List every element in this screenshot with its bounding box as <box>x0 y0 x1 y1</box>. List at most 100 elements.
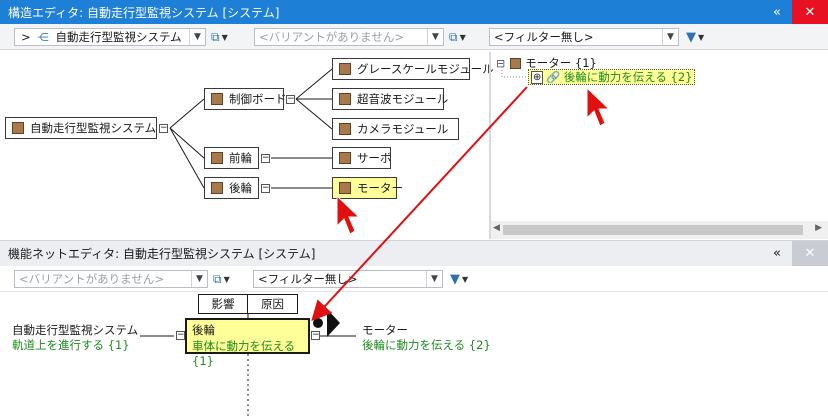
function-node-rear-wheel[interactable]: 後輪 車体に動力を伝える {1} <box>185 318 310 368</box>
left-element-label: 自動走行型監視システム <box>12 323 139 337</box>
close-icon[interactable]: ✕ <box>792 241 828 266</box>
variant-selector[interactable]: <バリアントがありません> ▼ <box>14 270 208 288</box>
structure-editor-titlebar: 構造エディタ: 自動走行型監視システム [システム] « ✕ <box>0 0 828 24</box>
tree-node-root[interactable]: 自動走行型監視システム <box>5 117 157 139</box>
left-function-label: 軌道上を進行する {1} <box>12 338 130 352</box>
right-function-label: 後輪に動力を伝える {2} <box>362 338 491 352</box>
element-icon <box>339 182 351 194</box>
pin-icon[interactable]: « <box>773 4 781 20</box>
nav-chevron-icon: > <box>21 30 31 44</box>
function-net-editor-title: 機能ネットエディタ: 自動走行型監視システム [システム] <box>8 247 316 261</box>
pin-icon[interactable]: « <box>773 246 781 261</box>
tree-node-front-wheel[interactable]: 前輪 <box>204 147 259 169</box>
right-tree-item-function[interactable]: ⊕ 🔗 後輪に動力を伝える {2} <box>528 69 696 85</box>
filter-icon: ▼ <box>450 271 460 287</box>
function-link-icon: ⊕ <box>531 70 544 84</box>
right-element-label: モーター <box>362 323 408 337</box>
panel-splitter[interactable] <box>489 52 491 239</box>
tree-node-label: カメラモジュール <box>357 122 449 136</box>
close-icon[interactable]: ✕ <box>792 0 828 24</box>
red-cursor-icon <box>586 86 611 127</box>
collapse-toggle[interactable]: − <box>159 123 168 133</box>
element-icon <box>339 123 351 135</box>
collapse-toggle[interactable]: − <box>261 153 270 163</box>
tree-node-label: 制御ボード <box>229 92 287 106</box>
hierarchy-icon: ⧉ <box>213 271 222 286</box>
tree-node-label: 前輪 <box>229 151 252 165</box>
tree-node-label: サーボ <box>357 151 392 165</box>
collapse-toggle[interactable]: − <box>261 183 270 193</box>
hierarchy-icon: ⧉ <box>449 29 458 44</box>
function-net-toolbar: <バリアントがありません> ▼ ⧉▼ <フィルター無し> ▼ ▼▼ <box>0 266 828 292</box>
horizontal-scrollbar[interactable]: ◀ ▶ <box>491 221 828 239</box>
function-net-editor-titlebar: 機能ネットエディタ: 自動走行型監視システム [システム] « ✕ <box>0 240 828 266</box>
tree-node-label: 後輪 <box>229 181 252 195</box>
element-icon <box>211 182 223 194</box>
dropdown-arrow-icon: ▼ <box>459 32 466 42</box>
tab-effect[interactable]: 影響 <box>198 294 248 314</box>
tree-node-camera-module[interactable]: カメラモジュール <box>332 118 459 140</box>
filter-icon: ▼ <box>686 29 696 45</box>
dropdown-arrow-icon: ▼ <box>698 32 705 42</box>
tree-node-label: モーター <box>357 181 403 195</box>
dropdown-arrow-icon: ▼ <box>223 274 230 284</box>
structure-tree-connectors <box>169 68 333 189</box>
variant-placeholder: <バリアントがありません> <box>19 272 164 286</box>
chevron-down-icon[interactable]: ▼ <box>426 271 442 287</box>
filter-selector[interactable]: <フィルター無し> ▼ <box>489 28 679 46</box>
dropdown-arrow-icon: ▼ <box>221 32 228 42</box>
system-selector[interactable]: > ⋲ 自動走行型監視システム ▼ <box>14 28 206 46</box>
filter-button[interactable]: ▼▼ <box>686 29 704 45</box>
tree-node-label: グレースケールモジュール <box>357 62 494 76</box>
expand-toggle-icon[interactable]: ⊟ <box>496 56 506 70</box>
scroll-left-icon[interactable]: ◀ <box>493 223 500 233</box>
filter-selector[interactable]: <フィルター無し> ▼ <box>253 270 443 288</box>
tree-node-servo[interactable]: サーボ <box>332 147 392 169</box>
function-net-connectors <box>140 314 356 419</box>
variant-selector[interactable]: <バリアントがありません> ▼ <box>254 28 444 46</box>
drop-target-marker-icon <box>313 309 340 337</box>
right-tree-function-label: 後輪に動力を伝える {2} <box>563 70 693 84</box>
function-node-element: 後輪 <box>192 323 215 337</box>
element-icon <box>211 152 223 164</box>
tree-icon: ⋲ <box>37 30 49 44</box>
tab-cause[interactable]: 原因 <box>248 294 298 314</box>
tree-node-root-label: 自動走行型監視システム <box>30 121 157 135</box>
chevron-down-icon[interactable]: ▼ <box>191 271 207 287</box>
tree-node-rear-wheel[interactable]: 後輪 <box>204 177 259 199</box>
hierarchy-menu-button[interactable]: ⧉▼ <box>211 29 228 45</box>
system-combo-value: 自動走行型監視システム <box>55 30 182 44</box>
function-node-function: 車体に動力を伝える {1} <box>192 339 296 368</box>
tree-node-control-board[interactable]: 制御ボード <box>204 88 287 110</box>
collapse-toggle[interactable]: − <box>176 330 185 340</box>
structure-toolbar: > ⋲ 自動走行型監視システム ▼ ⧉▼ <バリアントがありません> ▼ ⧉▼ … <box>0 24 828 50</box>
element-icon <box>339 152 351 164</box>
filter-value: <フィルター無し> <box>258 272 358 286</box>
filter-button[interactable]: ▼▼ <box>450 271 468 287</box>
structure-editor-title: 構造エディタ: 自動走行型監視システム [システム] <box>8 5 280 20</box>
chevron-down-icon[interactable]: ▼ <box>427 29 443 45</box>
link-icon: 🔗 <box>546 70 561 84</box>
chevron-down-icon[interactable]: ▼ <box>662 29 678 45</box>
tree-node-motor-selected[interactable]: モーター <box>332 177 403 199</box>
filter-value: <フィルター無し> <box>494 30 594 44</box>
scrollbar-thumb[interactable] <box>503 225 803 235</box>
tree-node-grayscale-module[interactable]: グレースケールモジュール <box>332 58 494 80</box>
tree-node-label: 超音波モジュール <box>357 92 449 106</box>
variant-menu-button[interactable]: ⧉▼ <box>213 271 230 287</box>
element-icon <box>339 93 351 105</box>
collapse-toggle[interactable]: − <box>286 94 295 104</box>
tree-connector <box>501 67 526 78</box>
element-icon <box>12 122 24 134</box>
variant-menu-button[interactable]: ⧉▼ <box>449 29 466 45</box>
right-tree-motor-label: モーター {1} <box>525 56 597 70</box>
dropdown-arrow-icon: ▼ <box>462 274 469 284</box>
element-icon <box>211 93 223 105</box>
scroll-right-icon[interactable]: ▶ <box>815 223 822 233</box>
tree-node-ultrasonic-module[interactable]: 超音波モジュール <box>332 88 448 110</box>
hierarchy-icon: ⧉ <box>211 29 220 44</box>
variant-placeholder: <バリアントがありません> <box>259 30 404 44</box>
right-tree-item-motor[interactable]: ⊟ モーター {1} <box>496 55 597 71</box>
collapse-toggle[interactable]: − <box>311 330 320 340</box>
chevron-down-icon[interactable]: ▼ <box>189 29 205 45</box>
